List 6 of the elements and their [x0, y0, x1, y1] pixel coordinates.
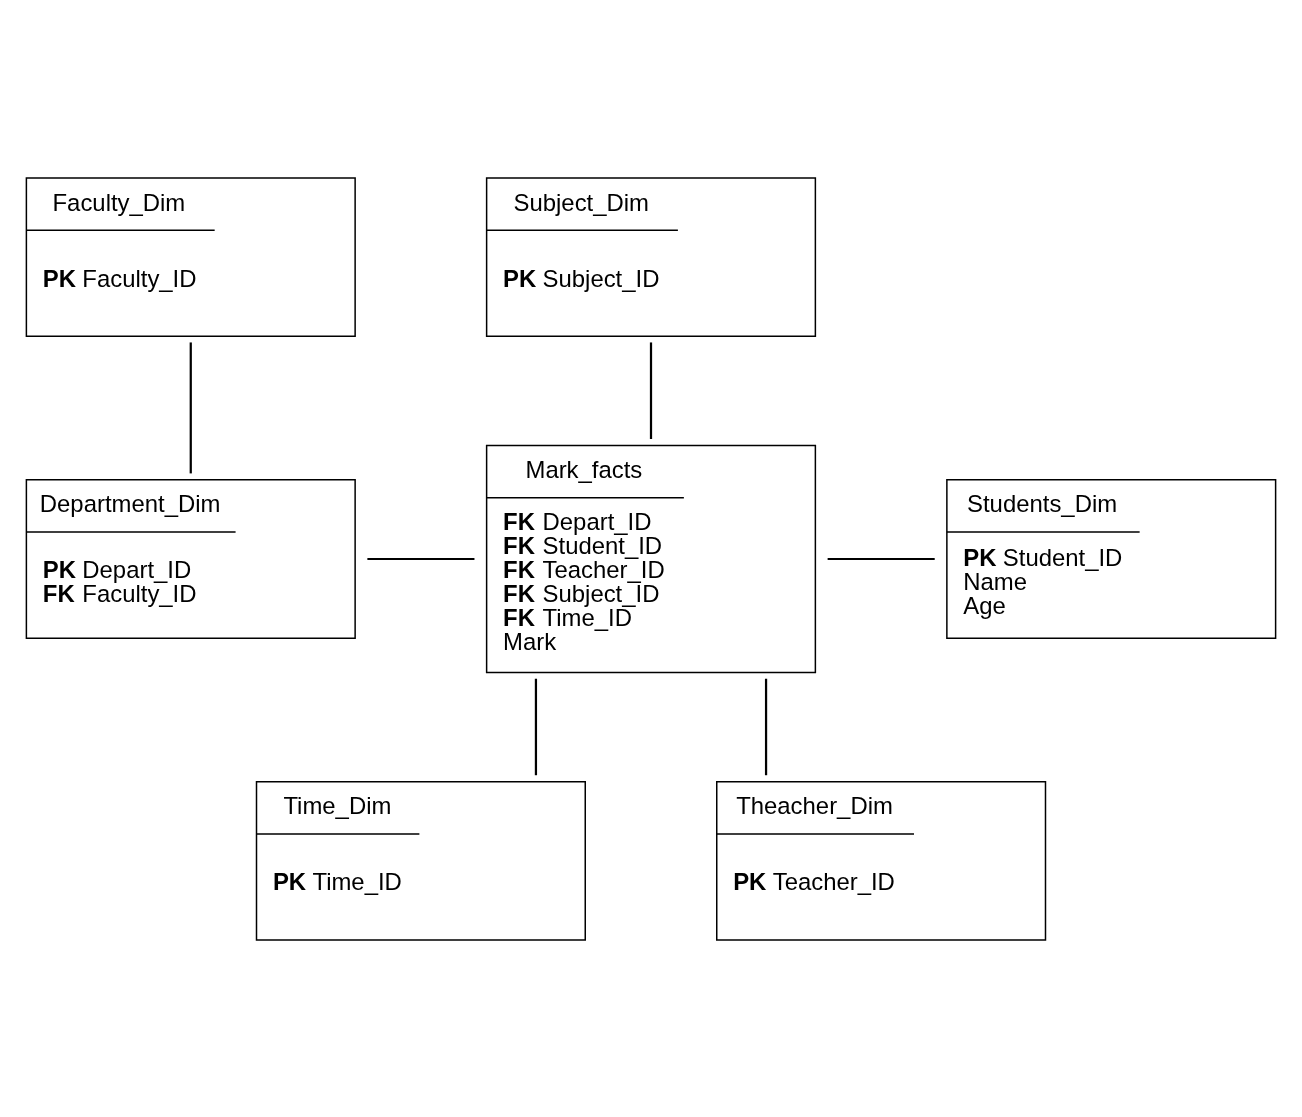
connector — [367, 557, 475, 560]
connector — [764, 678, 768, 775]
connector — [534, 678, 538, 775]
connector — [189, 341, 192, 473]
connector — [827, 557, 935, 560]
connector — [649, 341, 653, 439]
